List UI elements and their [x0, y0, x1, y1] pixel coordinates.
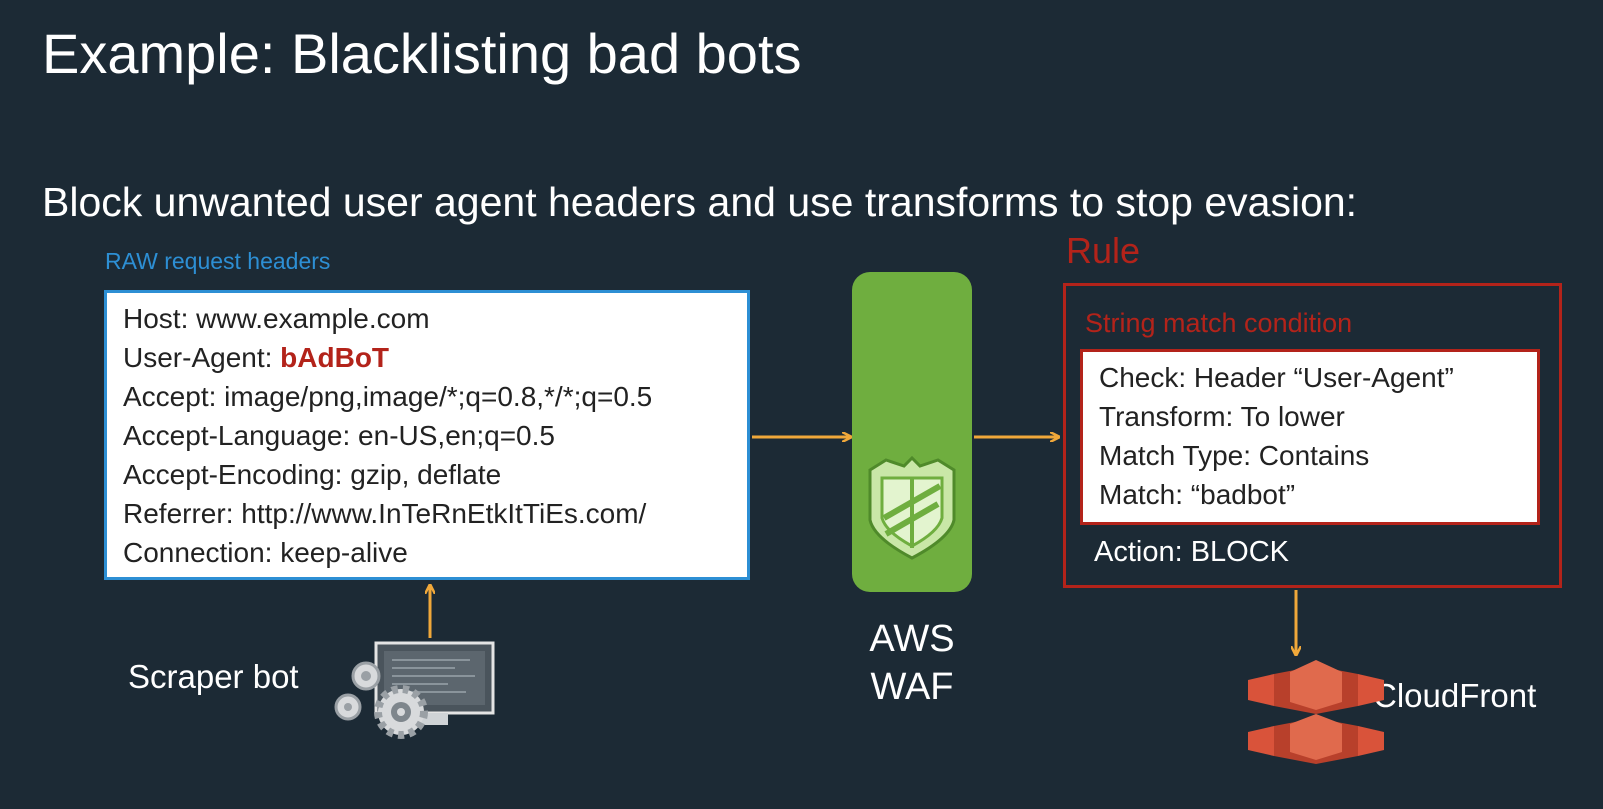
slide-subtitle: Block unwanted user agent headers and us…: [42, 179, 1358, 225]
cloudfront-label: CloudFront: [1373, 677, 1537, 714]
user-agent-key: User-Agent:: [123, 342, 281, 373]
waf-label: AWS WAF: [832, 615, 992, 711]
raw-headers-label: RAW request headers: [105, 248, 331, 274]
string-match-condition-label: String match condition: [1085, 308, 1353, 338]
condition-transform: Transform: To lower: [1099, 401, 1345, 432]
rule-label: Rule: [1066, 230, 1141, 271]
waf-label-line2: WAF: [870, 666, 954, 708]
waf-block: [852, 272, 972, 592]
condition-box: Check: Header “User-Agent” Transform: To…: [1080, 349, 1540, 525]
scraper-bot-label: Scraper bot: [128, 658, 299, 695]
waf-label-line1: AWS: [869, 618, 955, 660]
scraper-bot-icon: [334, 641, 495, 739]
slide-title: Example: Blacklisting bad bots: [42, 22, 802, 85]
header-accept-encoding: Accept-Encoding: gzip, deflate: [123, 459, 502, 490]
header-accept: Accept: image/png,image/*;q=0.8,*/*;q=0.…: [123, 381, 653, 412]
waf-shield-icon: [868, 455, 956, 560]
header-user-agent: User-Agent: bAdBoT: [123, 338, 747, 377]
header-accept-language: Accept-Language: en-US,en;q=0.5: [123, 420, 555, 451]
header-connection: Connection: keep-alive: [123, 537, 408, 568]
condition-match-type: Match Type: Contains: [1099, 440, 1370, 471]
header-host: Host: www.example.com: [123, 303, 430, 334]
rule-action: Action: BLOCK: [1094, 536, 1290, 568]
cloudfront-icon: [1248, 660, 1384, 764]
user-agent-value: bAdBoT: [280, 342, 390, 373]
raw-headers-box: Host: www.example.com User-Agent: bAdBoT…: [104, 290, 750, 580]
header-referrer: Referrer: http://www.InTeRnEtkItTiEs.com…: [123, 498, 647, 529]
rule-box: [1063, 283, 1562, 588]
condition-check: Check: Header “User-Agent”: [1099, 362, 1454, 393]
condition-match: Match: “badbot”: [1099, 479, 1296, 510]
